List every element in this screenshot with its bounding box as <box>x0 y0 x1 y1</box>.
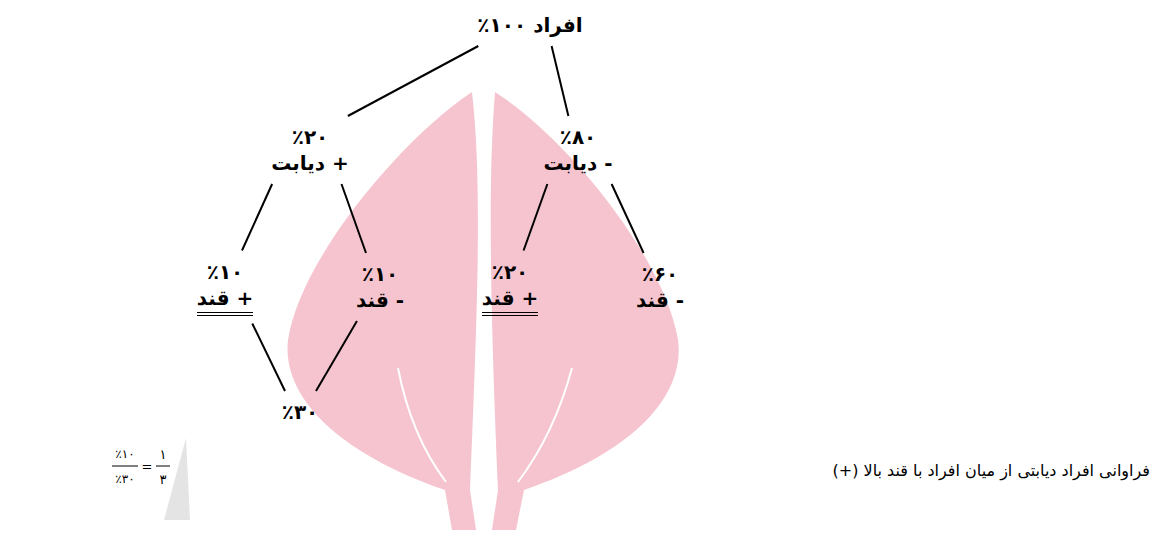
tree-node: ٪۲۰دیابت + <box>266 121 354 179</box>
tree-branch <box>242 184 272 251</box>
fraction-term: ۳ <box>160 472 167 487</box>
leaf-vein <box>518 368 572 482</box>
category-label: قند + <box>197 285 254 316</box>
tree-branch <box>552 46 569 116</box>
leaf-vein <box>398 368 446 482</box>
tree-node: ٪۲۰قند + <box>477 256 544 319</box>
category-label: قند - <box>356 287 404 313</box>
percentage-value: ٪۳۰ <box>282 399 319 425</box>
fraction-bar <box>156 466 170 467</box>
category-label: قند - <box>636 287 684 313</box>
tree-branch <box>348 46 479 116</box>
category-label: دیابت - <box>543 150 612 176</box>
tree-branch <box>316 321 357 391</box>
tree-node: ٪۱۰۰ افراد <box>472 9 587 41</box>
percentage-value: ٪۱۰ <box>197 259 254 285</box>
percentage-value: ٪۲۰ <box>271 124 349 150</box>
percentage-value: ٪۱۰۰ افراد <box>477 12 582 38</box>
percentage-value: ٪۸۰ <box>543 124 612 150</box>
fraction-term: = <box>142 459 153 474</box>
tree-node: ٪۱۰قند + <box>192 256 259 319</box>
note-text: فراوانی افراد دیابتی از میان افراد با قن… <box>833 461 1150 480</box>
category-label: دیابت + <box>271 150 349 176</box>
tree-node: ٪۳۰ <box>277 396 324 428</box>
tree-branch <box>524 184 548 251</box>
watermark-triangle <box>164 438 190 520</box>
percentage-value: ٪۱۰ <box>356 261 404 287</box>
tree-branch <box>612 184 644 253</box>
fraction-term: ٪۱۰ <box>115 447 134 461</box>
tree-node: ٪۶۰قند - <box>631 258 689 316</box>
percentage-value: ٪۶۰ <box>636 261 684 287</box>
fraction-term: ٪۳۰ <box>115 472 134 486</box>
tree-node: ٪۱۰قند - <box>351 258 409 316</box>
fraction-bar <box>112 466 138 467</box>
fraction-term: ۱ <box>160 447 167 462</box>
percentage-value: ٪۲۰ <box>482 259 539 285</box>
tree-node: ٪۸۰دیابت - <box>538 121 617 179</box>
tree-branch <box>252 324 285 392</box>
category-label: قند + <box>482 285 539 316</box>
tree-branch <box>341 184 366 253</box>
